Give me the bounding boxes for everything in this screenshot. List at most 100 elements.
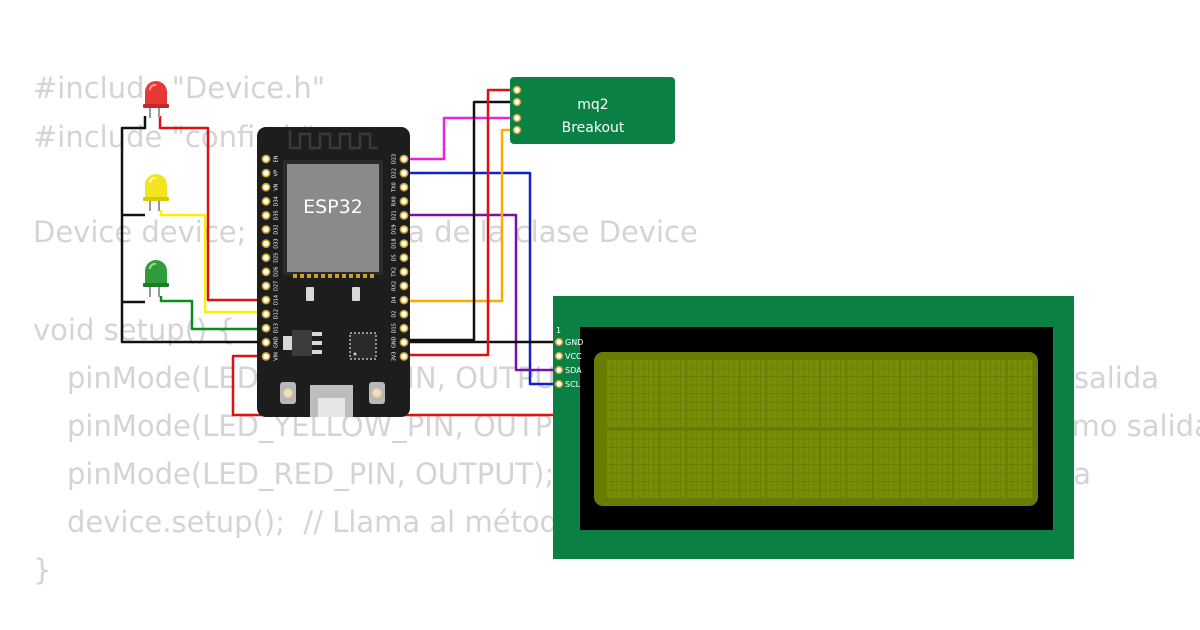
lcd-pin-gnd[interactable]: [554, 337, 564, 347]
en-button-cap[interactable]: [283, 388, 293, 398]
wire-3v3-to-mq2[interactable]: [404, 88, 516, 357]
esp32-smd-part: [306, 287, 314, 301]
wire-d22-to-scl[interactable]: [404, 171, 565, 386]
esp32-pin-d34[interactable]: [261, 196, 271, 206]
lcd-dot: [814, 482, 819, 490]
lcd-dot: [675, 419, 681, 428]
lcd-dot: [643, 377, 649, 385]
wire-d23-to-mq2[interactable]: [404, 116, 516, 161]
wire-red-led-to-d14[interactable]: [158, 116, 262, 302]
esp32-pin-d32[interactable]: [261, 225, 271, 234]
esp32-pin-d23[interactable]: [399, 154, 409, 164]
lcd-dot: [713, 482, 719, 490]
mq2-breakout[interactable]: mq2 Breakout: [510, 77, 675, 144]
lcd-pin-sda[interactable]: [554, 365, 564, 375]
wire-green-led-to-d13[interactable]: [159, 296, 262, 331]
boot-button-cap[interactable]: [372, 388, 382, 398]
esp32-pin-d27[interactable]: [261, 281, 271, 291]
lcd-dot: [1012, 402, 1017, 411]
lcd-dot: [782, 482, 787, 490]
esp32-pin-gnd[interactable]: [261, 337, 271, 347]
lcd-dot: [969, 419, 974, 428]
esp32-pin-d19[interactable]: [399, 225, 409, 234]
wire-gnd-to-mq2[interactable]: [404, 100, 516, 342]
lcd-dot: [954, 394, 959, 402]
esp32-pin-d18[interactable]: [399, 239, 409, 248]
lcd-dot: [638, 360, 644, 368]
lcd-dot: [985, 419, 991, 428]
lcd-dot: [991, 377, 996, 385]
lcd-dot: [996, 419, 1001, 428]
lcd-dot: [884, 411, 889, 419]
esp32-pin-d25[interactable]: [261, 253, 271, 263]
wire-d4-to-mq2-aout[interactable]: [404, 128, 516, 303]
lcd-dot: [680, 402, 686, 411]
wire-yellow-led-to-d12[interactable]: [159, 210, 262, 314]
esp32-pin-d35[interactable]: [261, 210, 271, 220]
esp32-pin-tx0[interactable]: [399, 182, 409, 192]
lcd-dot: [814, 465, 819, 473]
esp32-pin-tx2[interactable]: [399, 267, 409, 277]
esp32-pin-vp[interactable]: [261, 168, 271, 178]
lcd-dot: [835, 465, 841, 473]
esp32-pin-rx0[interactable]: [399, 196, 409, 206]
red-led[interactable]: [143, 81, 169, 118]
lcd-dot: [841, 394, 846, 402]
esp32-pin-d2[interactable]: [399, 309, 409, 319]
lcd-pin-scl[interactable]: [554, 379, 564, 389]
lcd-dot: [670, 377, 675, 385]
lcd-dot: [847, 456, 852, 465]
mq2-pin[interactable]: [512, 85, 522, 95]
mq2-pin[interactable]: [512, 97, 522, 107]
lcd-dot: [867, 448, 873, 456]
lcd-dot: [607, 482, 612, 490]
esp32-pin-d5[interactable]: [399, 253, 409, 263]
yellow-led-leg-b: [158, 197, 160, 211]
lcd-dot: [809, 439, 814, 448]
esp32-pin-label: D26: [274, 267, 280, 277]
lcd-dot: [937, 411, 942, 419]
esp32-pin-gnd[interactable]: [399, 337, 409, 347]
lcd-dot: [793, 490, 799, 499]
esp32-pin-rx2[interactable]: [399, 281, 409, 291]
esp32-pin-d14[interactable]: [261, 295, 271, 305]
lcd-dot: [1022, 465, 1028, 473]
lcd-dot: [702, 456, 707, 465]
esp32-pin-label: D12: [274, 309, 280, 319]
lcd-cell: [900, 431, 926, 499]
esp32-pin-d12[interactable]: [261, 309, 271, 319]
esp32-smd-part: [352, 287, 360, 301]
lcd-dot: [1022, 448, 1028, 456]
esp32-pin-d15[interactable]: [399, 323, 409, 333]
mq2-pin[interactable]: [512, 125, 522, 135]
lcd-dot: [1017, 368, 1023, 377]
esp32-pin-d33[interactable]: [261, 239, 271, 248]
lcd-dot: [894, 456, 899, 465]
lcd-pin-label: GND: [565, 338, 583, 347]
esp32-pin-en[interactable]: [261, 154, 271, 164]
esp32-pin-d21[interactable]: [399, 210, 409, 220]
lcd-dot: [680, 482, 686, 490]
esp32-pin-vin[interactable]: [261, 351, 271, 361]
module-pad: [307, 274, 311, 278]
lcd-dot: [740, 419, 745, 428]
esp32-pin-d13[interactable]: [261, 323, 271, 333]
esp32-pin-d22[interactable]: [399, 168, 409, 178]
lcd-dot: [900, 482, 906, 490]
esp32-pin-vn[interactable]: [261, 182, 271, 192]
esp32-pin-3v3[interactable]: [399, 351, 409, 361]
lcd-pin-vcc[interactable]: [554, 351, 564, 361]
wire-d21-to-sda[interactable]: [404, 213, 565, 372]
lcd-dot: [942, 394, 948, 402]
esp32-pin-d26[interactable]: [261, 267, 271, 277]
lcd-dot: [1007, 360, 1012, 368]
lcd-dot: [974, 473, 979, 482]
lcd-dot: [687, 473, 692, 482]
lcd-dot: [697, 377, 702, 385]
esp32-pin-d4[interactable]: [399, 295, 409, 305]
mq2-pin[interactable]: [512, 113, 522, 123]
green-led[interactable]: [143, 260, 169, 297]
yellow-led[interactable]: [143, 174, 169, 211]
